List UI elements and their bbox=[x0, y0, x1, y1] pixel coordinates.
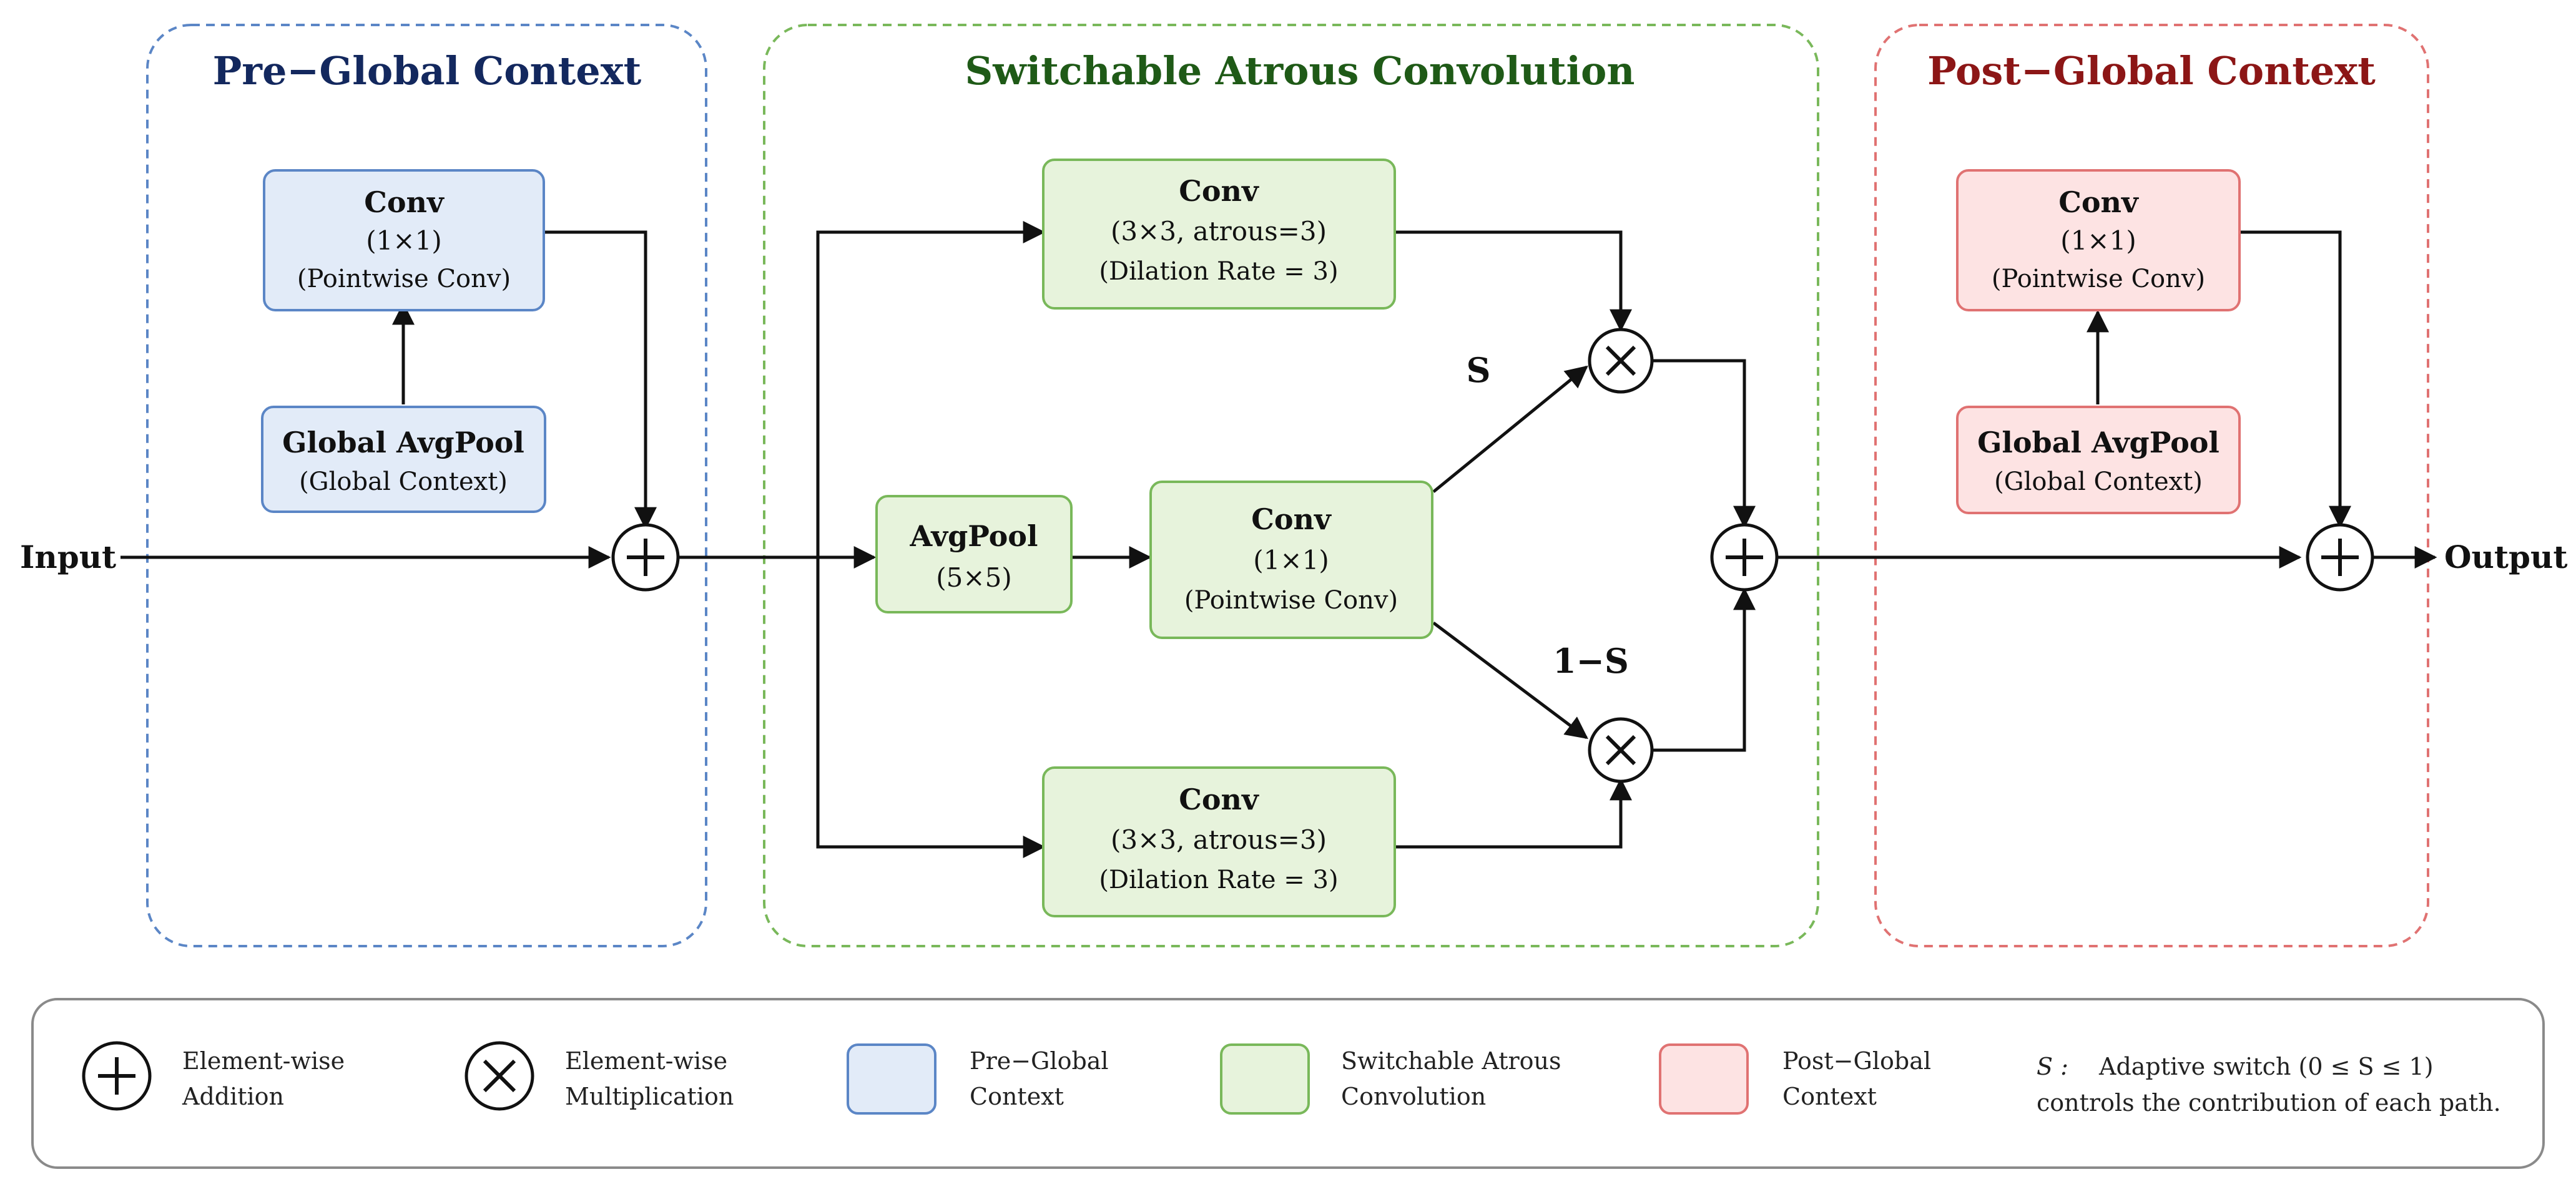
legend-switch-symbol: S : bbox=[2037, 1053, 2068, 1080]
legend-add-line2: Addition bbox=[182, 1083, 284, 1110]
legend-sac-swatch bbox=[1220, 1043, 1310, 1115]
connections bbox=[120, 221, 2437, 858]
post-global-title: Post−Global Context bbox=[1927, 48, 2376, 94]
post-conv-size: (1×1) bbox=[2060, 225, 2136, 256]
add-node-sac bbox=[1710, 523, 1779, 592]
pre-pool-title: Global AvgPool bbox=[282, 426, 524, 459]
sac-conv-top-desc: (Dilation Rate = 3) bbox=[1099, 257, 1338, 286]
legend-sac-line1: Switchable Atrous bbox=[1341, 1047, 1561, 1075]
sac-avgpool-box: AvgPool (5×5) bbox=[875, 495, 1073, 613]
sac-avgpool-size: (5×5) bbox=[936, 562, 1011, 593]
sac-title: Switchable Atrous Convolution bbox=[965, 48, 1635, 94]
pre-pool-desc: (Global Context) bbox=[299, 467, 508, 496]
multiply-node-bottom bbox=[1588, 717, 1654, 783]
legend-post-line1: Post−Global bbox=[1782, 1047, 1931, 1075]
switch-label-1-minus-s: 1−S bbox=[1553, 641, 1629, 681]
legend-switch-line1: Adaptive switch (0 ≤ S ≤ 1) bbox=[2098, 1053, 2434, 1080]
sac-conv-bot-title: Conv bbox=[1179, 783, 1259, 816]
post-pool-desc: (Global Context) bbox=[1994, 467, 2203, 496]
multiply-node-top bbox=[1588, 328, 1654, 394]
legend-post-swatch bbox=[1659, 1043, 1749, 1115]
pre-global-section bbox=[146, 24, 707, 947]
pre-conv-desc: (Pointwise Conv) bbox=[297, 265, 511, 293]
pre-global-title: Pre−Global Context bbox=[213, 48, 642, 94]
sac-avgpool-title: AvgPool bbox=[910, 519, 1038, 553]
legend-switch-line2: controls the contribution of each path. bbox=[2037, 1089, 2501, 1116]
sac-section bbox=[763, 24, 1819, 947]
legend-post-line2: Context bbox=[1782, 1083, 1877, 1110]
sac-conv-top-box: Conv (3×3, atrous=3) (Dilation Rate = 3) bbox=[1042, 159, 1396, 310]
post-conv-desc: (Pointwise Conv) bbox=[1992, 265, 2205, 293]
pre-conv-box: Conv (1×1) (Pointwise Conv) bbox=[263, 169, 545, 311]
legend-sac-line2: Convolution bbox=[1341, 1083, 1486, 1110]
sac-conv-bot-size: (3×3, atrous=3) bbox=[1111, 824, 1327, 855]
post-conv-box: Conv (1×1) (Pointwise Conv) bbox=[1956, 169, 2241, 311]
post-global-section bbox=[1874, 24, 2429, 947]
add-node-post bbox=[2306, 523, 2374, 592]
post-conv-title: Conv bbox=[2058, 185, 2139, 219]
sac-conv-mid-size: (1×1) bbox=[1253, 545, 1329, 575]
legend-multiply-icon bbox=[465, 1041, 534, 1111]
legend-pre-line1: Pre−Global bbox=[970, 1047, 1109, 1075]
sac-conv-bot-desc: (Dilation Rate = 3) bbox=[1099, 866, 1338, 894]
sac-conv-bot-box: Conv (3×3, atrous=3) (Dilation Rate = 3) bbox=[1042, 766, 1396, 917]
legend: Element-wise Addition Element-wise Multi… bbox=[31, 998, 2545, 1169]
pre-conv-size: (1×1) bbox=[366, 225, 441, 256]
legend-add-line1: Element-wise bbox=[182, 1047, 345, 1075]
legend-mul-line2: Multiplication bbox=[565, 1083, 734, 1110]
pre-pool-box: Global AvgPool (Global Context) bbox=[261, 406, 546, 513]
sac-conv-top-title: Conv bbox=[1179, 174, 1259, 208]
output-label: Output bbox=[2444, 539, 2567, 575]
sac-conv-mid-title: Conv bbox=[1251, 502, 1332, 536]
legend-add-icon bbox=[82, 1041, 152, 1111]
input-label: Input bbox=[20, 539, 116, 575]
legend-pre-line2: Context bbox=[970, 1083, 1064, 1110]
legend-mul-line1: Element-wise bbox=[565, 1047, 727, 1075]
pre-conv-title: Conv bbox=[364, 185, 445, 219]
switch-label-s: S bbox=[1467, 350, 1491, 390]
legend-pre-swatch bbox=[847, 1043, 937, 1115]
post-pool-box: Global AvgPool (Global Context) bbox=[1956, 406, 2241, 514]
sac-conv-top-size: (3×3, atrous=3) bbox=[1111, 216, 1327, 247]
sac-conv-mid-box: Conv (1×1) (Pointwise Conv) bbox=[1149, 481, 1433, 639]
post-pool-title: Global AvgPool bbox=[1977, 426, 2220, 459]
sac-conv-mid-desc: (Pointwise Conv) bbox=[1184, 586, 1398, 615]
add-node-pre bbox=[611, 523, 680, 592]
